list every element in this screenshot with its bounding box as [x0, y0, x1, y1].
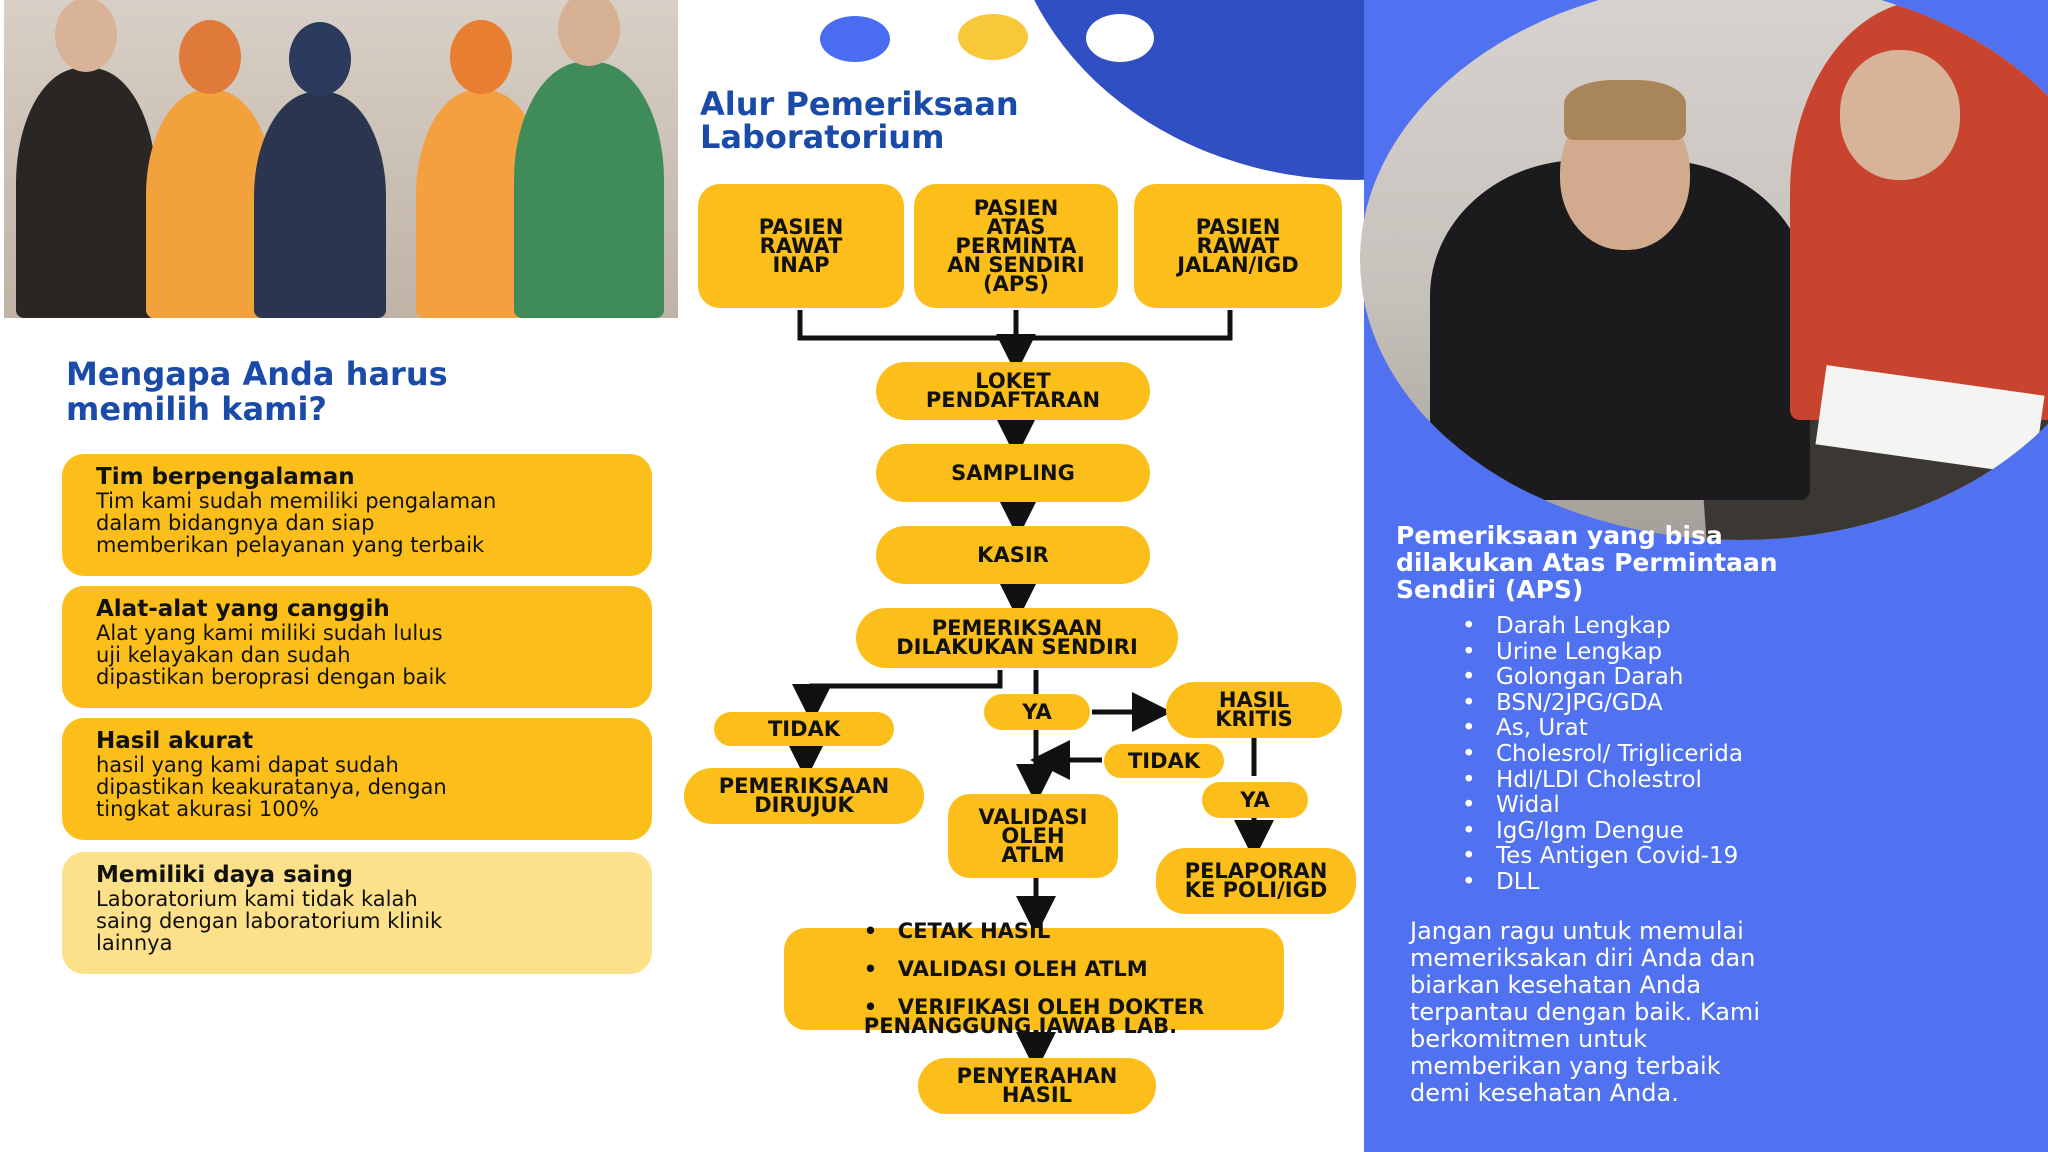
reason-card-title: Tim berpengalaman — [96, 464, 355, 490]
flow-box-rawat-inap: PASIEN RAWAT INAP — [698, 184, 904, 308]
staff-group-photo — [4, 0, 678, 318]
flow-box-aps: PASIEN ATAS PERMINTA AN SENDIRI (APS) — [914, 184, 1118, 308]
reason-card: Hasil akurat hasil yang kami dapat sudah… — [62, 718, 652, 840]
flow-label-ya: YA — [1202, 782, 1308, 818]
aps-item: Hdl/LDl Cholestrol — [1462, 767, 1743, 794]
decorative-dot-white — [1086, 14, 1154, 62]
flow-box-pemeriksaan: PEMERIKSAAN DILAKUKAN SENDIRI — [856, 608, 1178, 668]
flow-title: Alur Pemeriksaan Laboratorium — [700, 85, 1019, 156]
flow-step: CETAK HASIL — [864, 921, 1204, 942]
flow-box-loket: LOKET PENDAFTARAN — [876, 362, 1150, 420]
flow-label-ya: YA — [984, 694, 1090, 730]
flow-label-tidak: TIDAK — [1104, 744, 1224, 778]
reason-card-title: Hasil akurat — [96, 728, 254, 754]
patient-consultation-photo — [1360, 0, 2048, 540]
reason-card-text: Laboratorium kami tidak kalah saing deng… — [96, 887, 443, 955]
flow-box-kasir: KASIR — [876, 526, 1150, 584]
aps-item: IgG/Igm Dengue — [1462, 818, 1743, 845]
flow-box-dirujuk: PEMERIKSAAN DIRUJUK — [684, 768, 924, 824]
flow-step: VALIDASI OLEH ATLM — [864, 959, 1204, 980]
flow-box-validasi: VALIDASI OLEH ATLM — [948, 794, 1118, 878]
reason-card: Memiliki daya saing Laboratorium kami ti… — [62, 852, 652, 974]
flow-box-sampling: SAMPLING — [876, 444, 1150, 502]
flow-box-penyerahan: PENYERAHAN HASIL — [918, 1058, 1156, 1114]
reason-card-title: Alat-alat yang canggih — [96, 596, 390, 622]
reason-card: Alat-alat yang canggih Alat yang kami mi… — [62, 586, 652, 708]
flow-box-rawat-jalan: PASIEN RAWAT JALAN/IGD — [1134, 184, 1342, 308]
aps-item: As, Urat — [1462, 716, 1743, 742]
closing-text: Jangan ragu untuk memulai memeriksakan d… — [1410, 917, 1760, 1107]
flow-box-hasil-kritis: HASIL KRITIS — [1166, 682, 1342, 738]
aps-item: Widal — [1462, 793, 1743, 819]
aps-item: Urine Lengkap — [1462, 639, 1743, 666]
reason-card-text: hasil yang kami dapat sudah dipastikan k… — [96, 753, 447, 821]
aps-item: DLL — [1462, 869, 1743, 896]
reason-card: Tim berpengalaman Tim kami sudah memilik… — [62, 454, 652, 576]
aps-item: Cholesrol/ Triglicerida — [1462, 741, 1743, 768]
aps-item: Darah Lengkap — [1462, 613, 1743, 640]
flow-step: VERIFIKASI OLEH DOKTER PENANGGUNG JAWAB … — [864, 997, 1204, 1037]
why-title: Mengapa Anda harus memilih kami? — [66, 355, 448, 428]
reason-card-text: Alat yang kami miliki sudah lulus uji ke… — [96, 621, 447, 689]
aps-title: Pemeriksaan yang bisa dilakukan Atas Per… — [1396, 521, 1778, 604]
aps-item: BSN/2JPG/GDA — [1462, 690, 1743, 717]
flow-box-steps: CETAK HASIL VALIDASI OLEH ATLM VERIFIKAS… — [784, 921, 1284, 1037]
flow-label-tidak: TIDAK — [714, 712, 894, 746]
aps-item: Golongan Darah — [1462, 665, 1743, 691]
decorative-dot-blue — [820, 16, 890, 62]
aps-list: Darah Lengkap Urine Lengkap Golongan Dar… — [1462, 613, 1743, 896]
reason-card-title: Memiliki daya saing — [96, 862, 354, 888]
decorative-dot-yellow — [958, 14, 1028, 60]
reason-card-text: Tim kami sudah memiliki pengalaman dalam… — [96, 489, 497, 557]
aps-item: Tes Antigen Covid-19 — [1462, 844, 1743, 870]
flow-box-pelaporan: PELAPORAN KE POLI/IGD — [1156, 848, 1356, 914]
